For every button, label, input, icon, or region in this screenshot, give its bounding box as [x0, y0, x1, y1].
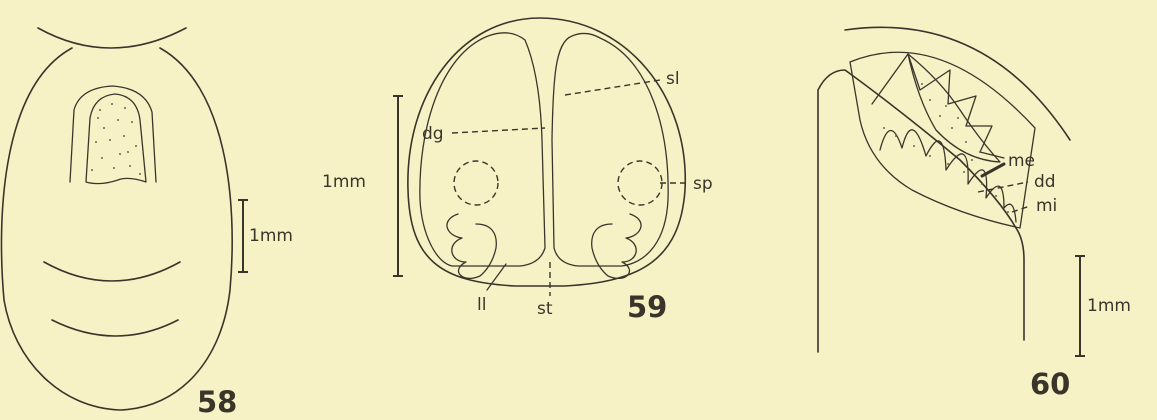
fig59-left-lobe: [420, 33, 545, 266]
fig60-label-dd: dd: [1034, 172, 1056, 192]
fig59-label-st: st: [537, 299, 553, 319]
fig58-scale-label: 1mm: [249, 226, 293, 246]
fig59-label-dg: dg: [422, 124, 444, 144]
fig58-shield-outline: [70, 86, 156, 182]
fig59-label-sl: sl: [666, 69, 680, 89]
fig60-label-mi: mi: [1036, 196, 1057, 216]
fig58-segment-arc-1: [44, 262, 180, 281]
fig59-right-ridge: [592, 214, 641, 278]
fig58-number: 58: [197, 385, 237, 419]
fig60-teeth-lower: [880, 130, 1016, 222]
figure-58: 1mm 58: [1, 28, 292, 419]
fig59-left-spiracle: [454, 161, 498, 205]
fig58-scale-bar: [238, 200, 248, 272]
fig60-number: 60: [1030, 367, 1070, 401]
fig58-body-outline: [1, 48, 232, 410]
fig60-mouth-outline: [850, 52, 1035, 228]
fig59-right-lobe: [552, 33, 668, 266]
fig59-scale-label: 1mm: [322, 172, 366, 192]
fig59-right-spiracle: [618, 161, 662, 205]
fig59-sl-leader: [565, 80, 660, 95]
fig58-segment-arc-2: [52, 320, 178, 336]
fig59-left-ridge: [447, 214, 496, 278]
fig60-label-me: me: [1008, 151, 1035, 171]
fig60-me-leader: [982, 164, 1004, 176]
fig60-scale-bar: [1075, 256, 1085, 356]
fig58-stippled-plate: [86, 94, 146, 184]
fig60-mi-leader: [1012, 206, 1030, 212]
fig60-outer-arc: [845, 27, 1070, 140]
fig58-stipple: [91, 103, 141, 175]
fig59-outer-outline: [408, 18, 685, 286]
fig59-dg-leader: [452, 128, 545, 133]
figure-60: me dd mi 1mm 60: [818, 27, 1131, 401]
fig59-number: 59: [627, 290, 667, 324]
fig60-dentate-plate: [908, 54, 1000, 162]
fig59-label-ll: ll: [477, 295, 486, 315]
fig59-ll-leader: [487, 264, 506, 290]
fig59-label-sp: sp: [693, 174, 713, 194]
fig59-scale-bar: [393, 96, 403, 276]
fig58-top-arc: [38, 28, 186, 48]
figure-59: sl dg sp ll st 1mm 59: [322, 18, 713, 324]
fig60-scale-label: 1mm: [1087, 296, 1131, 316]
fig60-head-outline: [818, 70, 1024, 352]
